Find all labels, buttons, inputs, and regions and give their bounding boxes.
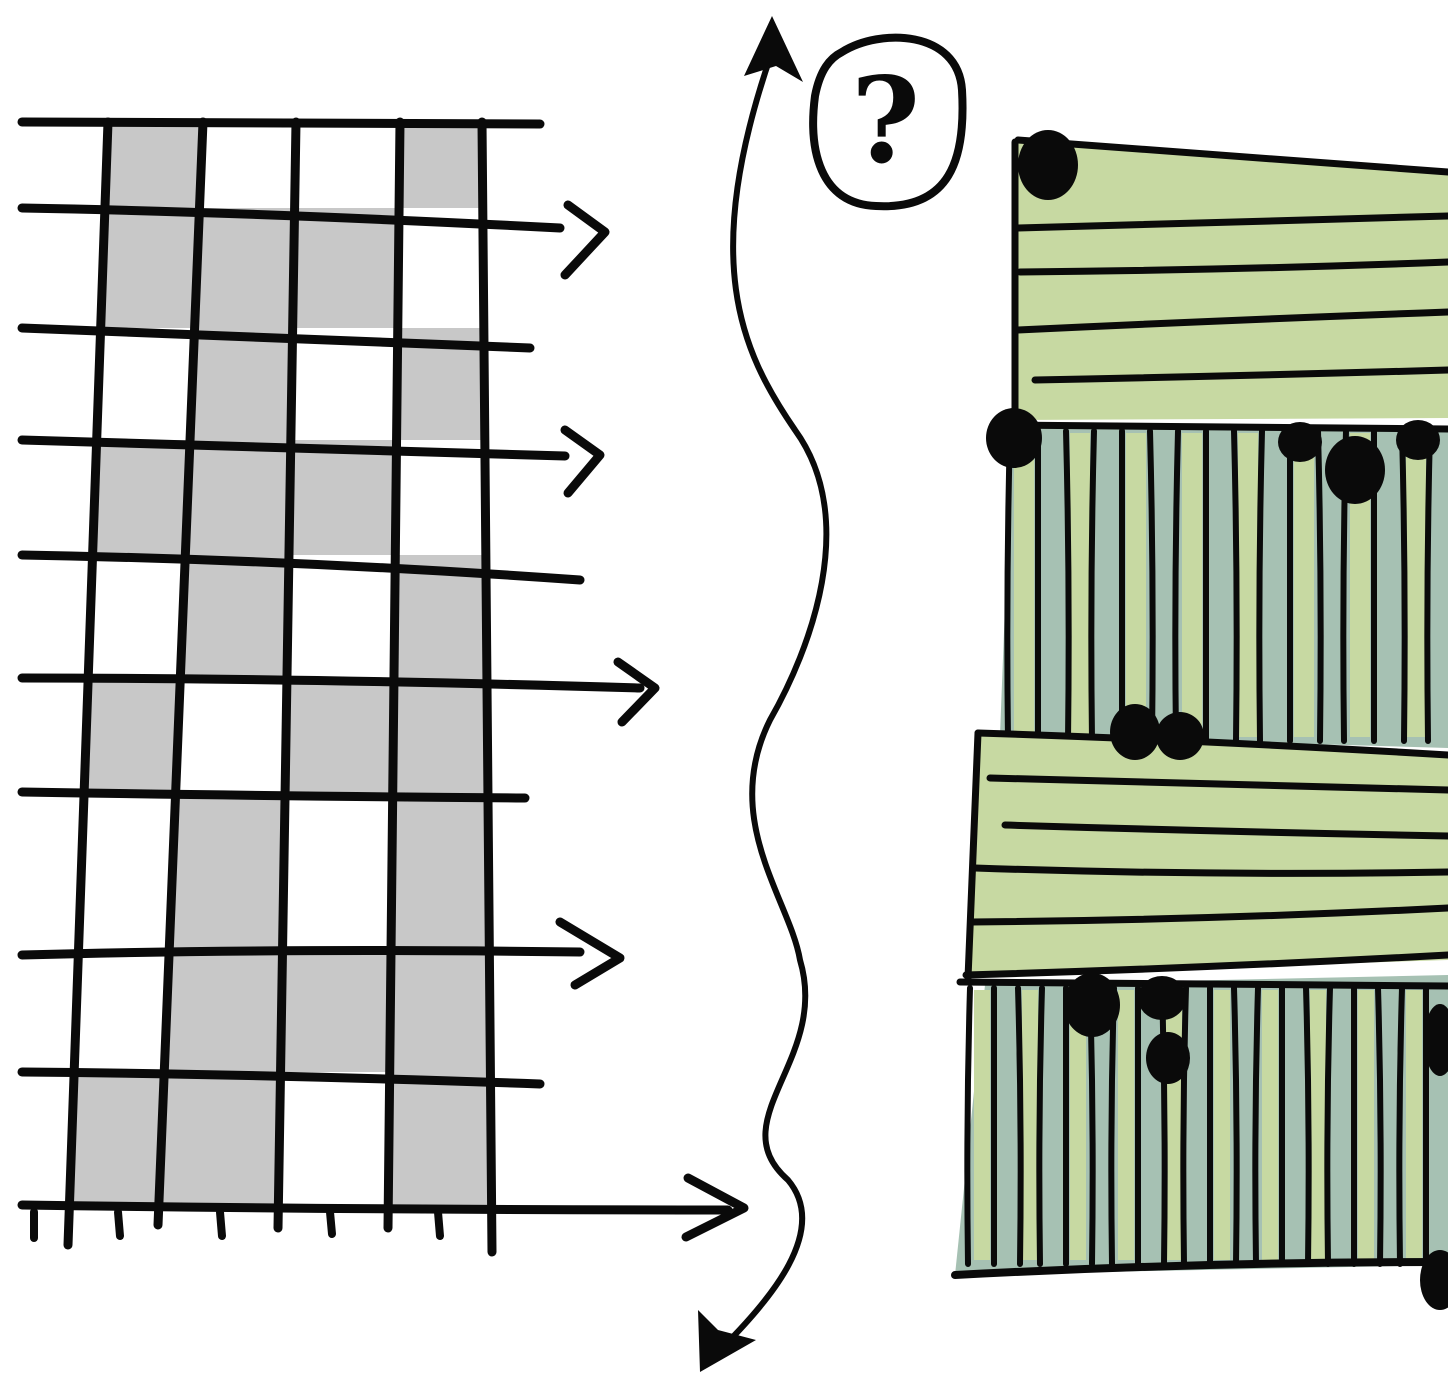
grid-hline bbox=[22, 122, 540, 124]
wavy-line bbox=[722, 52, 826, 1348]
grid-cell-shaded bbox=[165, 955, 283, 1072]
stripe bbox=[1306, 988, 1309, 1264]
stripe-band bbox=[1022, 990, 1038, 1260]
grid-tick bbox=[438, 1212, 440, 1236]
knot-dot bbox=[1110, 704, 1160, 760]
knot-dot bbox=[1278, 422, 1322, 462]
wavy-double-arrow-icon bbox=[698, 16, 826, 1372]
right-arrow-icon bbox=[565, 430, 600, 493]
stripe bbox=[1234, 988, 1237, 1264]
grid-cell-shaded bbox=[190, 328, 292, 440]
stripe bbox=[1399, 988, 1402, 1264]
grid-cell-shaded bbox=[393, 678, 488, 792]
grid-cell-shaded bbox=[281, 955, 391, 1072]
knot-dot bbox=[1018, 130, 1078, 200]
grid-cell-shaded bbox=[388, 1072, 491, 1205]
stripe-band bbox=[1358, 990, 1374, 1260]
right-arrow-icon bbox=[565, 205, 605, 275]
question-bubble-icon: ? bbox=[813, 38, 962, 207]
stripe bbox=[1327, 988, 1330, 1264]
stripe-band bbox=[1406, 433, 1426, 737]
grid-cell-shaded bbox=[84, 678, 181, 792]
grid-cell-shaded bbox=[293, 208, 399, 328]
arrowheads bbox=[560, 205, 744, 1237]
stripe-band bbox=[1294, 433, 1314, 737]
grid-cell-shaded bbox=[391, 792, 489, 955]
stripe-band bbox=[1166, 990, 1182, 1260]
grid-hline bbox=[22, 951, 580, 955]
grid-cell-shaded bbox=[399, 122, 483, 208]
stripe-band bbox=[1238, 433, 1258, 737]
stripe bbox=[1066, 431, 1069, 741]
stripe bbox=[1259, 431, 1262, 741]
stripe bbox=[1162, 988, 1165, 1264]
knot-dot bbox=[1138, 976, 1186, 1020]
grid-tick bbox=[220, 1212, 222, 1236]
stripe bbox=[1111, 988, 1114, 1264]
stripe-band bbox=[1182, 433, 1202, 737]
shaded-grid bbox=[22, 122, 744, 1252]
block-fill bbox=[968, 733, 1448, 975]
stripe bbox=[1175, 431, 1178, 741]
stripe-band bbox=[1118, 990, 1134, 1260]
grid-cell-shaded bbox=[289, 440, 397, 555]
stripe-band bbox=[1070, 433, 1090, 737]
stripe bbox=[1234, 431, 1237, 741]
stripe bbox=[1255, 988, 1258, 1264]
stripe-band bbox=[1262, 990, 1278, 1260]
stripe bbox=[1183, 988, 1186, 1264]
stripe-band bbox=[1310, 990, 1326, 1260]
stripe bbox=[1150, 431, 1153, 741]
stripe-band bbox=[1126, 433, 1146, 737]
block-horizontal-green-top bbox=[1015, 140, 1448, 425]
knot-dot bbox=[1064, 973, 1120, 1037]
stripe bbox=[1378, 988, 1381, 1264]
striped-blocks bbox=[955, 130, 1448, 1310]
block-vertical-blue-lower bbox=[955, 975, 1448, 1275]
grid-cell-shaded bbox=[69, 1072, 165, 1205]
grid-cell-shaded bbox=[181, 555, 289, 678]
knot-dot bbox=[1156, 712, 1204, 760]
grid-cell-shaded bbox=[285, 678, 394, 792]
knot-dot bbox=[1396, 420, 1440, 460]
stripe bbox=[967, 988, 970, 1264]
grid-cell-shaded bbox=[105, 122, 203, 208]
block-horizontal-mixed bbox=[966, 733, 1448, 978]
grid-cell-shaded bbox=[186, 440, 291, 555]
stripe-band bbox=[1014, 433, 1034, 737]
stripe bbox=[1018, 988, 1021, 1264]
grid-cell-shaded bbox=[160, 1072, 281, 1205]
stripe-band bbox=[1406, 990, 1422, 1260]
grid-cell-shaded bbox=[390, 955, 491, 1072]
stripe bbox=[1000, 425, 1448, 429]
arrowhead-top bbox=[744, 16, 803, 82]
stripe bbox=[1427, 431, 1430, 741]
grid-hline bbox=[22, 1205, 728, 1210]
stripe bbox=[1039, 988, 1042, 1264]
grid-cell-shaded bbox=[195, 208, 295, 328]
grid-hline bbox=[22, 555, 580, 580]
stripe bbox=[1402, 431, 1405, 741]
stripe bbox=[1091, 431, 1094, 741]
stripe bbox=[960, 982, 1448, 986]
stripe bbox=[1318, 431, 1321, 741]
stripe-band bbox=[1214, 990, 1230, 1260]
knot-dot bbox=[986, 408, 1042, 468]
question-mark: ? bbox=[851, 51, 920, 190]
grid-hline bbox=[22, 792, 525, 798]
knot-dot bbox=[1146, 1032, 1190, 1084]
grid-cell-shaded bbox=[101, 208, 200, 328]
grid-tick-marks bbox=[34, 1212, 440, 1238]
grid-cell-shaded bbox=[170, 792, 286, 955]
grid-tick bbox=[330, 1212, 332, 1234]
stripe bbox=[1007, 431, 1010, 741]
grid-cell-shaded bbox=[93, 440, 191, 555]
grid-tick bbox=[118, 1212, 120, 1236]
knot-dot bbox=[1325, 436, 1385, 504]
stripe-band bbox=[974, 990, 990, 1260]
